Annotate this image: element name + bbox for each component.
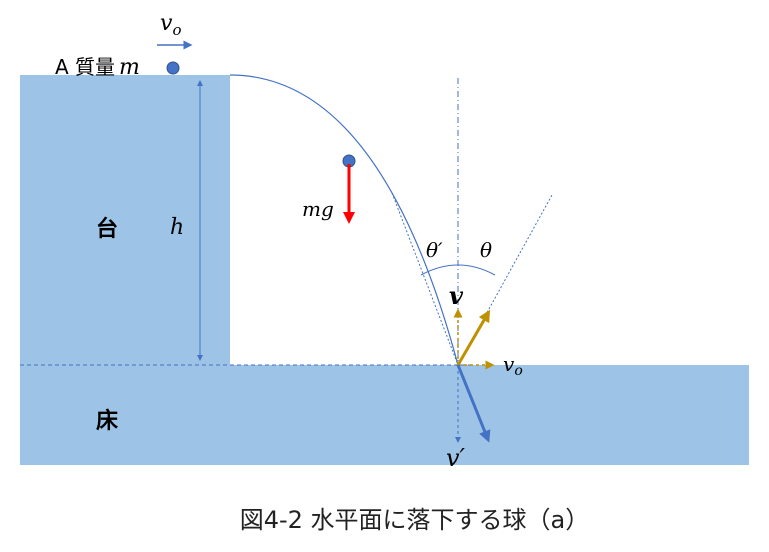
platform-label: 台: [96, 216, 118, 242]
v-up-label: v: [449, 281, 464, 310]
weight-label: mg: [302, 197, 334, 221]
theta-label: θ: [480, 238, 492, 262]
v-prime-label: v′: [446, 444, 466, 472]
theta-prime-label: θ′: [426, 238, 443, 262]
v0-right-label: vo: [503, 352, 523, 379]
floor-block: [20, 365, 749, 465]
figure-caption: 図4-2 水平面に落下する球（a）: [239, 506, 590, 534]
ball-top: [166, 61, 180, 75]
v0-top-label: vo: [160, 11, 181, 39]
trajectory-curve: [229, 74, 459, 366]
angle-arc: [420, 264, 496, 276]
incident-guide-line: [391, 192, 459, 366]
floor-label: 床: [96, 408, 119, 434]
platform-block: [20, 75, 230, 365]
height-label: h: [170, 215, 184, 240]
incident-velocity-arrow: [456, 364, 491, 443]
reflected-velocity-arrow: [456, 309, 491, 366]
